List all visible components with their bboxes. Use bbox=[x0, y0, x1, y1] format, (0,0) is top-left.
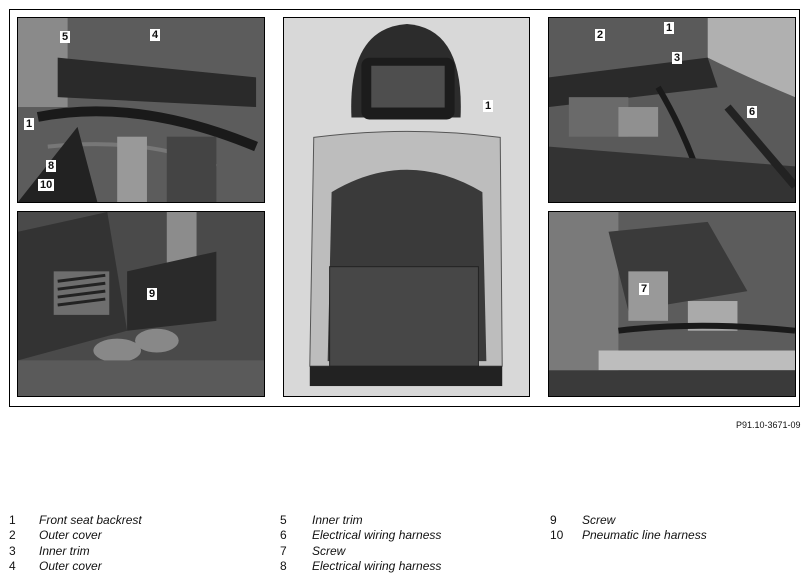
photo-top-right bbox=[548, 17, 796, 203]
legend-label: Electrical wiring harness bbox=[312, 559, 442, 574]
legend-label: Screw bbox=[312, 543, 346, 558]
legend-item: 1 Front seat backrest bbox=[9, 513, 249, 528]
legend-label: Front seat backrest bbox=[39, 513, 142, 527]
legend-label: Electrical wiring harness bbox=[312, 528, 442, 543]
figure-reference: P91.10-3671-09 bbox=[736, 420, 801, 430]
legend-number: 5 bbox=[280, 513, 287, 527]
legend-number: 2 bbox=[9, 528, 16, 543]
photo-bottom-right bbox=[548, 211, 796, 397]
legend-label: Inner trim bbox=[39, 543, 90, 558]
legend-number: 8 bbox=[280, 559, 287, 574]
callout-1-right: 1 bbox=[664, 22, 675, 34]
legend-item: 10 Pneumatic line harness bbox=[550, 528, 800, 543]
legend-number: 7 bbox=[280, 543, 287, 558]
legend-label: Pneumatic line harness bbox=[582, 528, 707, 543]
callout-9: 9 bbox=[147, 288, 158, 300]
callout-10: 10 bbox=[38, 179, 55, 191]
legend-item: 4 Outer cover bbox=[9, 559, 249, 574]
legend-number: 6 bbox=[280, 528, 287, 543]
legend-item: 6 Electrical wiring harness bbox=[280, 528, 530, 543]
photo-top-left bbox=[17, 17, 265, 203]
callout-1: 1 bbox=[24, 118, 35, 130]
legend-number: 1 bbox=[9, 513, 16, 527]
legend-label: Screw bbox=[582, 513, 616, 527]
photo-center bbox=[283, 17, 530, 397]
callout-2-right: 2 bbox=[595, 29, 606, 41]
legend-item: 9 Screw bbox=[550, 513, 800, 528]
callout-5: 5 bbox=[60, 31, 71, 43]
legend-number: 10 bbox=[550, 528, 564, 543]
legend-number: 3 bbox=[9, 543, 16, 558]
legend-label: Inner trim bbox=[312, 513, 363, 527]
legend-label: Outer cover bbox=[39, 559, 102, 574]
callout-4: 4 bbox=[150, 29, 161, 41]
legend-item: 7 Screw bbox=[280, 544, 530, 559]
callout-1-center: 1 bbox=[483, 100, 494, 112]
legend-item: 3 Inner trim bbox=[9, 544, 249, 559]
callout-7: 7 bbox=[639, 283, 650, 295]
photo-bottom-left bbox=[17, 211, 265, 397]
legend-item: 8 Electrical wiring harness bbox=[280, 559, 530, 574]
legend-column-3: 9 Screw 10 Pneumatic line harness bbox=[550, 513, 800, 544]
callout-3-right: 3 bbox=[672, 52, 683, 64]
callout-6-right: 6 bbox=[747, 106, 758, 118]
legend-item: 2 Outer cover bbox=[9, 528, 249, 543]
callout-8: 8 bbox=[46, 160, 57, 172]
legend-item: 5 Inner trim bbox=[280, 513, 530, 528]
legend-label: Outer cover bbox=[39, 528, 102, 543]
legend-number: 9 bbox=[550, 513, 557, 527]
legend-number: 4 bbox=[9, 559, 16, 574]
